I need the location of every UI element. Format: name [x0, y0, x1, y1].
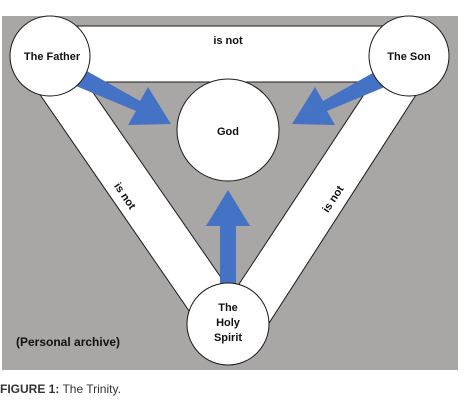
link-father-son-label: is not [213, 35, 243, 47]
source-note: (Personal archive) [16, 335, 120, 349]
node-god [176, 78, 280, 182]
node-god-label: God [217, 126, 239, 138]
caption-text: The Trinity. [59, 382, 121, 396]
node-holy-spirit-label-1: The [218, 302, 238, 314]
node-father [9, 15, 91, 97]
node-son [368, 15, 450, 97]
node-holy-spirit [186, 282, 270, 366]
arrow-son-to-god [292, 70, 387, 125]
caption-label: FIGURE 1: [0, 382, 60, 396]
figure-caption: FIGURE 1: The Trinity. [0, 382, 121, 396]
node-holy-spirit-label-3: Spirit [214, 332, 242, 344]
node-son-label: The Son [387, 51, 431, 63]
arrow-father-to-god [76, 70, 171, 125]
node-holy-spirit-label-2: Holy [216, 317, 241, 329]
node-father-label: The Father [24, 51, 81, 63]
arrow-spirit-to-god [206, 190, 250, 290]
